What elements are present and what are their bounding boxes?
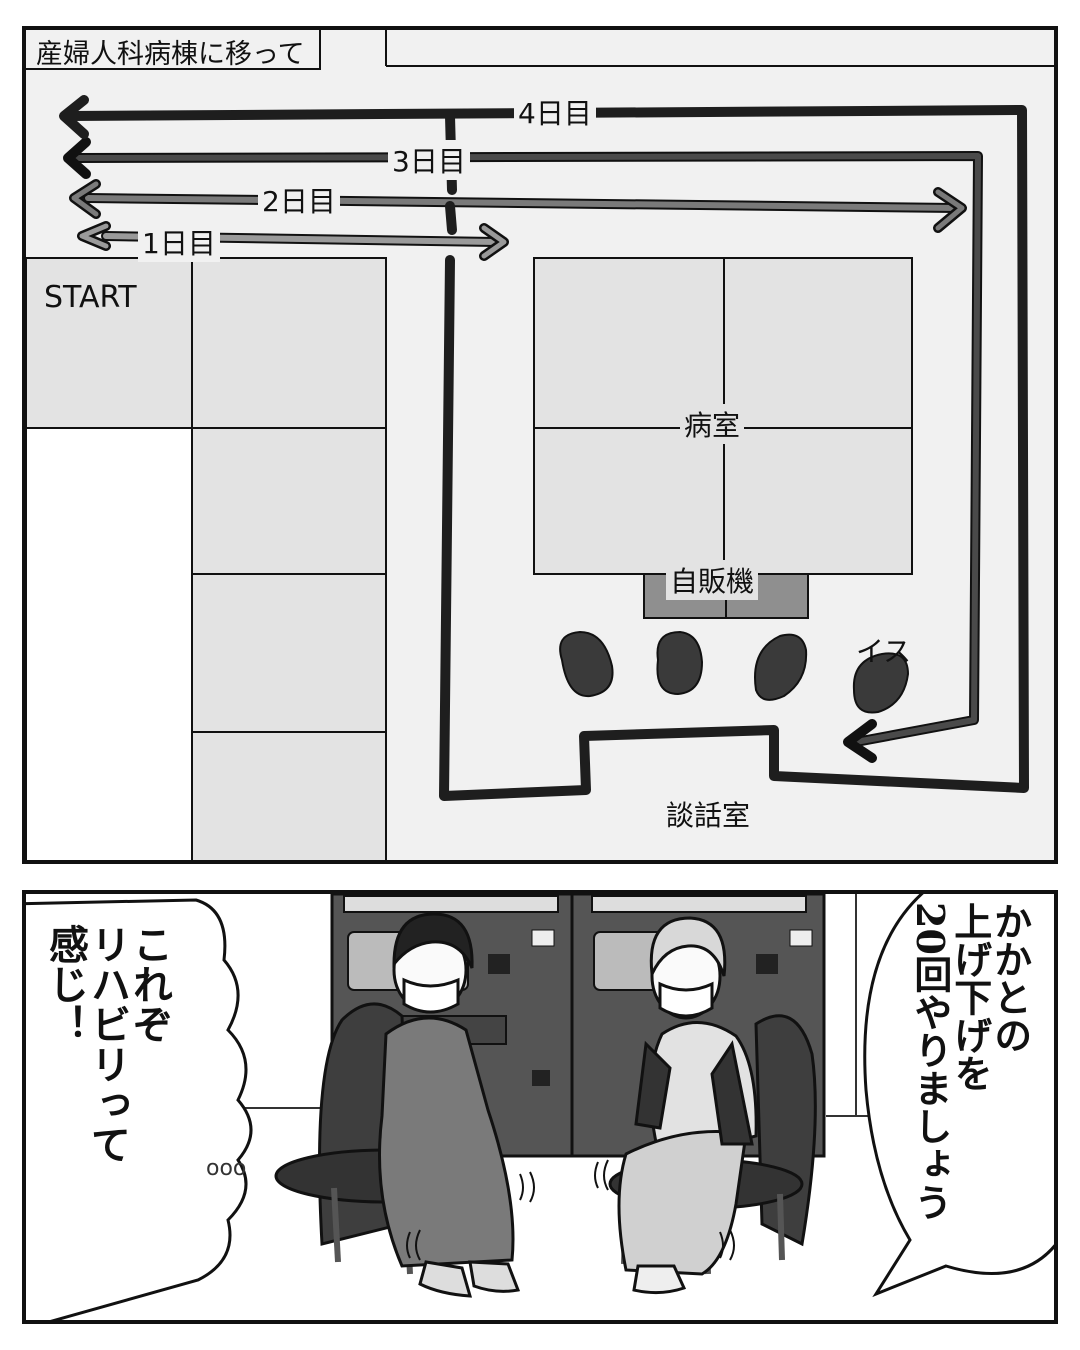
chair: [852, 652, 910, 714]
ward-room: [533, 427, 725, 575]
chair: [656, 630, 704, 696]
ward-room: [723, 257, 913, 429]
route-day-2: [85, 195, 959, 211]
left-room: [191, 257, 387, 429]
thought-bubble: [26, 898, 253, 1320]
day-3-label: 3日目: [388, 140, 470, 180]
start-label: START: [44, 280, 137, 315]
route-day-3-arrows: [63, 137, 877, 763]
ward-label: 病室: [680, 404, 745, 444]
left-room: [191, 427, 387, 575]
vending-label: 自販機: [666, 560, 759, 600]
day-2-label: 2日目: [258, 180, 340, 220]
floor-map-panel: 産婦人科病棟に移って START 1日目 2日目 3日目 4日目 病室 自販機 …: [22, 26, 1058, 864]
floor-map-drawing: [26, 30, 1054, 860]
chairs-row: [559, 630, 910, 714]
left-room: [191, 573, 387, 733]
rehab-scene-drawing: [26, 894, 1054, 1320]
route-day-4-arrow: [59, 95, 89, 139]
route-day-4: [65, 105, 1029, 801]
patient-figure: [378, 912, 521, 1298]
route-day-2-arrows: [71, 181, 965, 231]
left-room: [191, 731, 387, 860]
chair: [559, 630, 614, 698]
route-day-4-segment: [445, 201, 457, 235]
ward-room: [723, 427, 913, 575]
day-4-label: 4日目: [514, 92, 596, 132]
chair: [754, 633, 808, 701]
chairs-label: イス: [856, 635, 912, 668]
ward-room: [533, 257, 725, 429]
route-day-3: [73, 153, 981, 745]
left-area: [26, 427, 193, 860]
nurse-figure: [617, 916, 758, 1295]
left-thought-text: これぞリハビリって感じ！: [42, 924, 173, 1164]
motion-marks: [406, 1159, 735, 1261]
day-1-label: 1日目: [138, 222, 220, 262]
speech-bubble: [863, 894, 1054, 1298]
route-day-1-arrows: [79, 223, 507, 259]
map-title: 産婦人科病棟に移って: [26, 30, 321, 70]
thought-dots: ooo: [206, 1156, 247, 1181]
lounge-label: 談話室: [666, 799, 751, 832]
